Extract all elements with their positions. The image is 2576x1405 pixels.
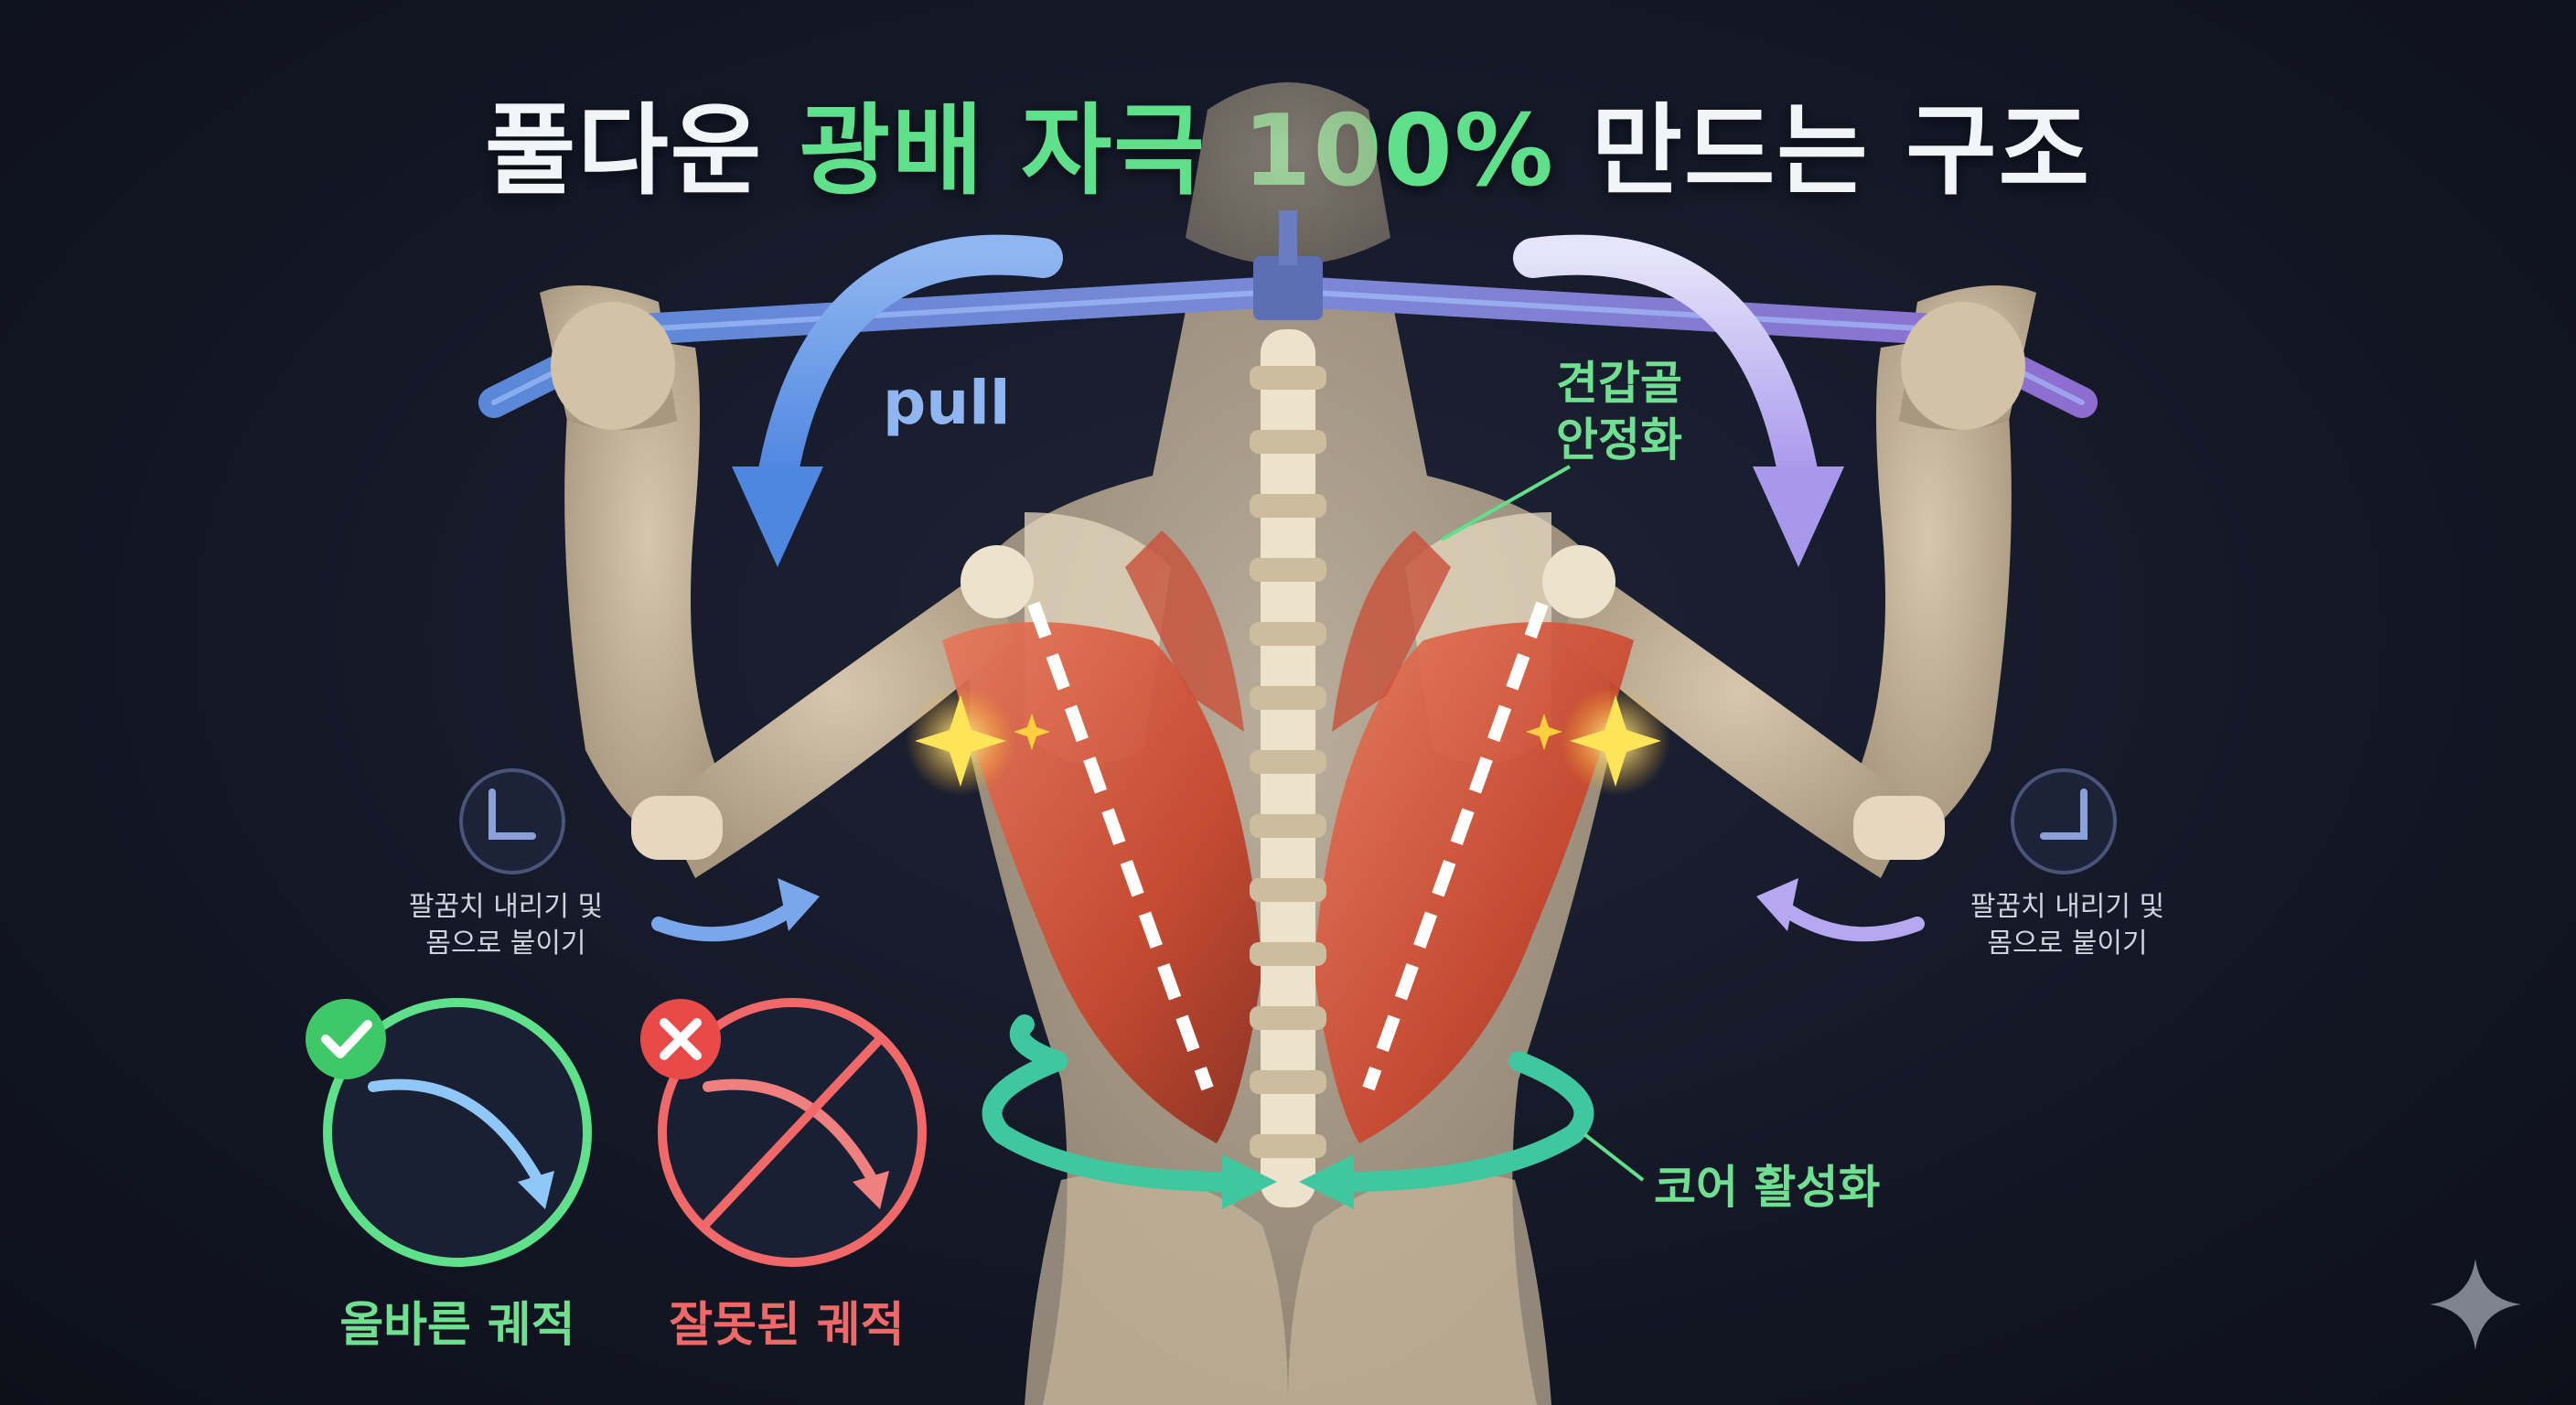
pull-label: pull	[883, 368, 1011, 438]
elbow-label-right-line2: 몸으로 붙이기	[1987, 928, 2148, 960]
elbow-label-right-line1: 팔꿈치 내리기 및	[1970, 891, 2165, 923]
elbow-label-left: 팔꿈치 내리기 및 몸으로 붙이기	[396, 889, 616, 962]
wrong-trajectory-label: 잘못된 궤적	[669, 1298, 905, 1353]
title-part1: 풀다운	[485, 94, 800, 209]
core-ring	[982, 1014, 1594, 1209]
core-callout-line	[1583, 1132, 1645, 1182]
correct-trajectory-label: 올바른 궤적	[339, 1298, 575, 1353]
elbow-icon-right	[2011, 768, 2117, 874]
sparkle-icon	[906, 686, 1670, 796]
pull-arrow-left	[732, 234, 1063, 567]
page-title: 풀다운 광배 자극 100% 만드는 구조	[0, 71, 2576, 214]
elbow-arrow-right	[1756, 878, 1925, 942]
elbow-label-right: 팔꿈치 내리기 및 몸으로 붙이기	[1958, 889, 2177, 962]
check-icon	[306, 999, 386, 1079]
scapula-label-line1: 견갑골	[1556, 357, 1682, 410]
cross-icon	[640, 999, 721, 1079]
head	[1186, 82, 1390, 265]
scapula-label-line2: 안정화	[1556, 413, 1682, 467]
title-highlight: 광배 자극 100%	[799, 94, 1555, 209]
scapula-callout-line	[1441, 465, 1571, 542]
watermark-sparkle-icon	[2430, 1259, 2521, 1350]
lat-direction-lines	[1027, 601, 1549, 1091]
hands	[551, 302, 2025, 430]
elbow-arrow-left	[651, 878, 820, 942]
spine	[1250, 329, 1326, 1207]
pull-arrow-right	[1513, 234, 1844, 567]
elbow-label-left-line1: 팔꿈치 내리기 및	[408, 891, 604, 923]
elbow-icon	[459, 768, 565, 874]
wrong-trajectory	[658, 998, 927, 1267]
title-part2: 만드는 구조	[1554, 94, 2091, 209]
scapula-label: 견갑골 안정화	[1537, 355, 1701, 468]
elbow-label-left-line2: 몸으로 붙이기	[425, 928, 586, 960]
pelvis	[1025, 1172, 1551, 1405]
lat-muscles	[942, 531, 1634, 1143]
core-label: 코어 활성화	[1654, 1161, 1881, 1214]
correct-trajectory	[323, 998, 592, 1267]
